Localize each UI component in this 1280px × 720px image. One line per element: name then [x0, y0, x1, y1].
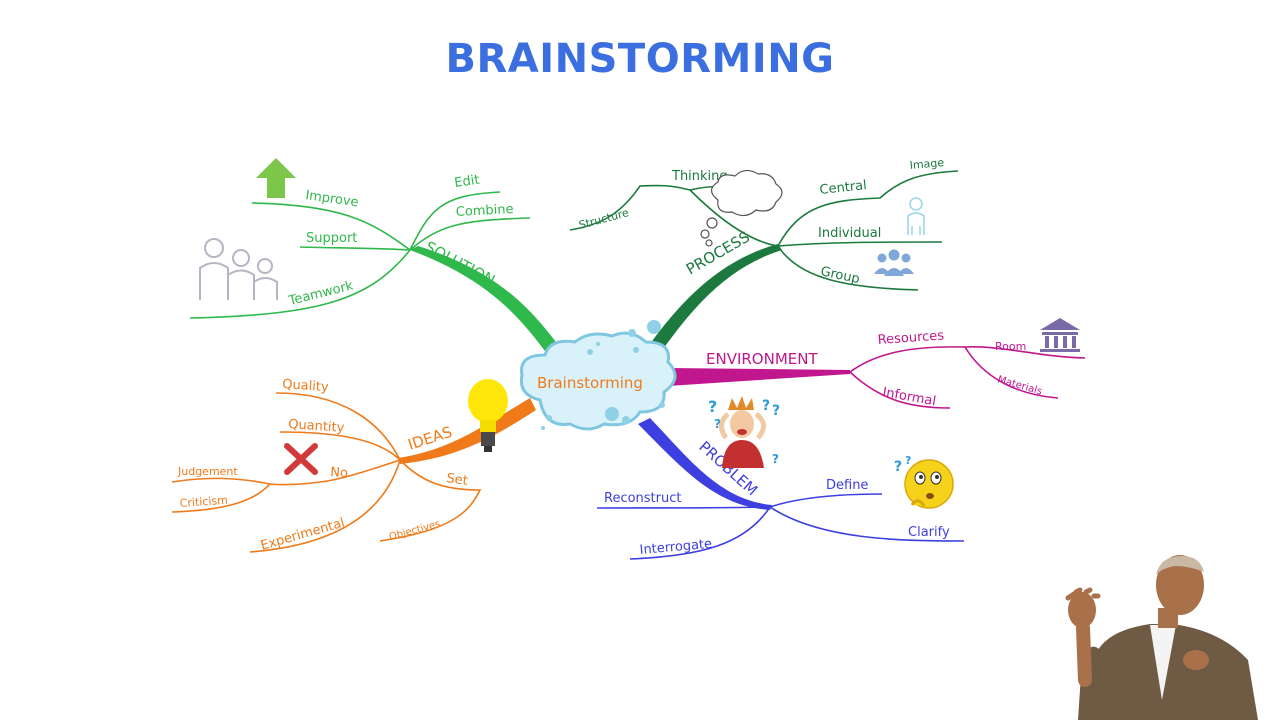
node-edit: Edit — [453, 173, 480, 191]
red-cross-icon — [284, 443, 318, 475]
branch-label-solution: SOLUTION — [422, 238, 498, 290]
lightbulb-icon — [468, 379, 508, 452]
svg-text:?: ? — [708, 397, 717, 416]
node-set: Set — [445, 471, 468, 489]
confused-person-icon: ? ? ? ? ? — [708, 396, 780, 468]
central-node: Brainstorming — [519, 320, 677, 431]
node-support: Support — [306, 231, 357, 246]
svg-text:?: ? — [714, 417, 721, 431]
node-no: No — [330, 465, 349, 481]
branch-ideas: IDEAS Quality Quantity No Judgement Crit… — [171, 377, 536, 554]
node-define: Define — [826, 478, 868, 493]
node-criticism: Criticism — [179, 494, 228, 510]
node-group: Group — [819, 264, 861, 287]
problem-trunk — [638, 418, 772, 510]
presenter-photo — [1065, 555, 1258, 720]
thinking-smiley-icon: ? ? — [894, 454, 954, 509]
node-individual: Individual — [818, 226, 881, 241]
node-improve: Improve — [304, 188, 359, 210]
branch-label-process: PROCESS — [683, 228, 753, 279]
group-icon — [874, 249, 914, 276]
branch-problem: PROBLEM Define Clarify Reconstruct Inter… — [596, 396, 965, 560]
node-interrogate: Interrogate — [639, 537, 713, 558]
node-room: Room — [995, 340, 1026, 353]
branch-label-environment: ENVIRONMENT — [706, 350, 818, 368]
node-experimental: Experimental — [259, 516, 346, 554]
svg-text:?: ? — [762, 398, 770, 414]
node-quality: Quality — [282, 377, 330, 395]
branch-solution: SOLUTION Edit Combine Improve Support Te… — [189, 158, 562, 355]
svg-text:?: ? — [772, 452, 779, 466]
node-quantity: Quantity — [288, 417, 345, 436]
central-label: Brainstorming — [537, 374, 643, 392]
environment-trunk — [668, 368, 850, 386]
node-materials: Materials — [996, 374, 1043, 397]
node-resources: Resources — [877, 328, 945, 348]
slide-title: BRAINSTORMING — [445, 36, 835, 82]
node-judgement: Judgement — [177, 465, 238, 478]
solution-trunk — [410, 246, 562, 355]
node-reconstruct: Reconstruct — [604, 491, 682, 506]
node-informal: Informal — [881, 385, 937, 409]
node-combine: Combine — [455, 202, 514, 220]
ideas-trunk — [398, 398, 536, 464]
people-icon — [199, 238, 278, 300]
up-arrow-icon — [256, 158, 296, 198]
svg-text:?: ? — [905, 454, 911, 467]
bank-building-icon — [1040, 318, 1080, 352]
svg-text:?: ? — [772, 403, 780, 419]
node-objectives: Objectives — [388, 519, 442, 543]
branch-environment: ENVIRONMENT Resources Room Materials Inf… — [668, 318, 1086, 409]
node-clarify: Clarify — [908, 525, 950, 540]
node-structure: Structure — [577, 206, 630, 232]
node-thinking: Thinking — [671, 169, 728, 184]
thought-cloud-icon — [700, 169, 783, 247]
person-icon — [907, 197, 925, 235]
node-image: Image — [909, 156, 945, 172]
node-central: Central — [819, 178, 868, 198]
svg-text:?: ? — [894, 459, 902, 475]
